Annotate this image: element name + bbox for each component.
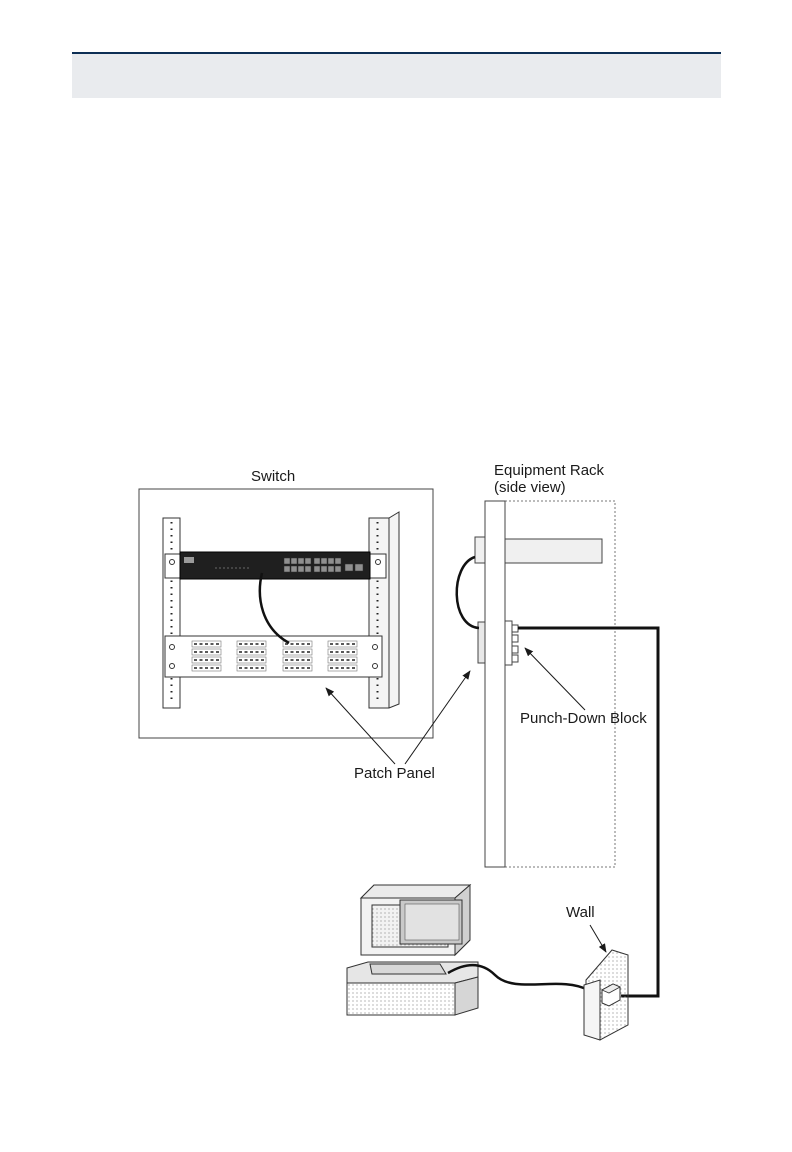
rack-rail-right: [369, 512, 399, 708]
patch-panel-front: [165, 636, 382, 677]
label-rack-side-view: (side view): [494, 479, 566, 496]
arrow-punch-down-block: [525, 648, 585, 710]
label-equipment-rack: Equipment Rack: [494, 462, 604, 479]
label-switch: Switch: [251, 468, 295, 485]
equipment-rack-side-view: [475, 501, 615, 867]
punch-down-block: [505, 621, 518, 665]
wall-outlet: [584, 950, 628, 1040]
label-wall: Wall: [566, 904, 595, 921]
rack-rail-left: [163, 518, 180, 708]
monitor: [361, 885, 470, 955]
arrow-patch-panel-side: [405, 671, 470, 764]
switch-unit: [165, 552, 386, 579]
label-patch-panel: Patch Panel: [354, 765, 435, 782]
patch-cable-side: [457, 557, 479, 628]
patch-cable-front: [260, 573, 289, 643]
horizontal-cable: [518, 628, 658, 996]
arrow-wall: [590, 925, 606, 952]
computer: [347, 885, 478, 1015]
label-punch-down-block: Punch-Down Block: [520, 710, 647, 727]
